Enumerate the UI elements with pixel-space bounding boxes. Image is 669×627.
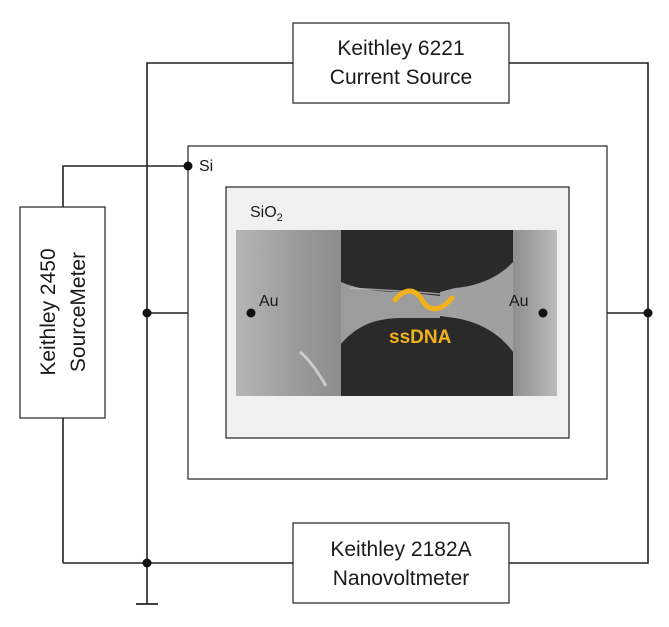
ssdna-label: ssDNA	[389, 327, 452, 348]
current-source-type: Current Source	[330, 66, 472, 89]
si-label: Si	[199, 158, 213, 175]
dna-strand-icon	[392, 288, 455, 312]
nanovoltmeter-model: Keithley 2182A	[330, 538, 471, 561]
au-left-label: Au	[259, 293, 279, 310]
wires	[62, 62, 649, 604]
sem-highlight-left	[299, 350, 328, 387]
node-right-junction	[643, 308, 653, 318]
sourcemeter-type: SourceMeter	[67, 252, 90, 372]
node-left-electrode	[246, 308, 256, 318]
wire-current-source-left	[146, 62, 293, 563]
node-si-contact	[183, 161, 193, 171]
current-source-box: Keithley 6221 Current Source	[292, 22, 510, 104]
node-ground-junction	[142, 558, 152, 568]
node-left-junction	[142, 308, 152, 318]
sio2-label-base: SiO	[250, 204, 277, 221]
wire-sourcemeter-si	[62, 165, 188, 207]
junction-nodes	[142, 161, 653, 568]
sem-image	[236, 230, 557, 396]
au-right-label: Au	[509, 293, 529, 310]
right-electrode-tip	[440, 262, 513, 352]
sourcemeter-model: Keithley 2450	[37, 248, 60, 375]
node-right-electrode	[538, 308, 548, 318]
sio2-label: SiO2	[250, 204, 283, 224]
left-electrode-tip	[341, 282, 440, 344]
sourcemeter-box: Keithley 2450 SourceMeter	[19, 206, 106, 419]
sio2-label-subscript: 2	[277, 212, 283, 224]
sem-highlight-center	[349, 287, 441, 295]
right-electrode-pad	[513, 230, 557, 396]
nanovoltmeter-type: Nanovoltmeter	[333, 567, 470, 590]
current-source-model: Keithley 6221	[337, 37, 464, 60]
nanovoltmeter-box: Keithley 2182A Nanovoltmeter	[292, 522, 510, 604]
